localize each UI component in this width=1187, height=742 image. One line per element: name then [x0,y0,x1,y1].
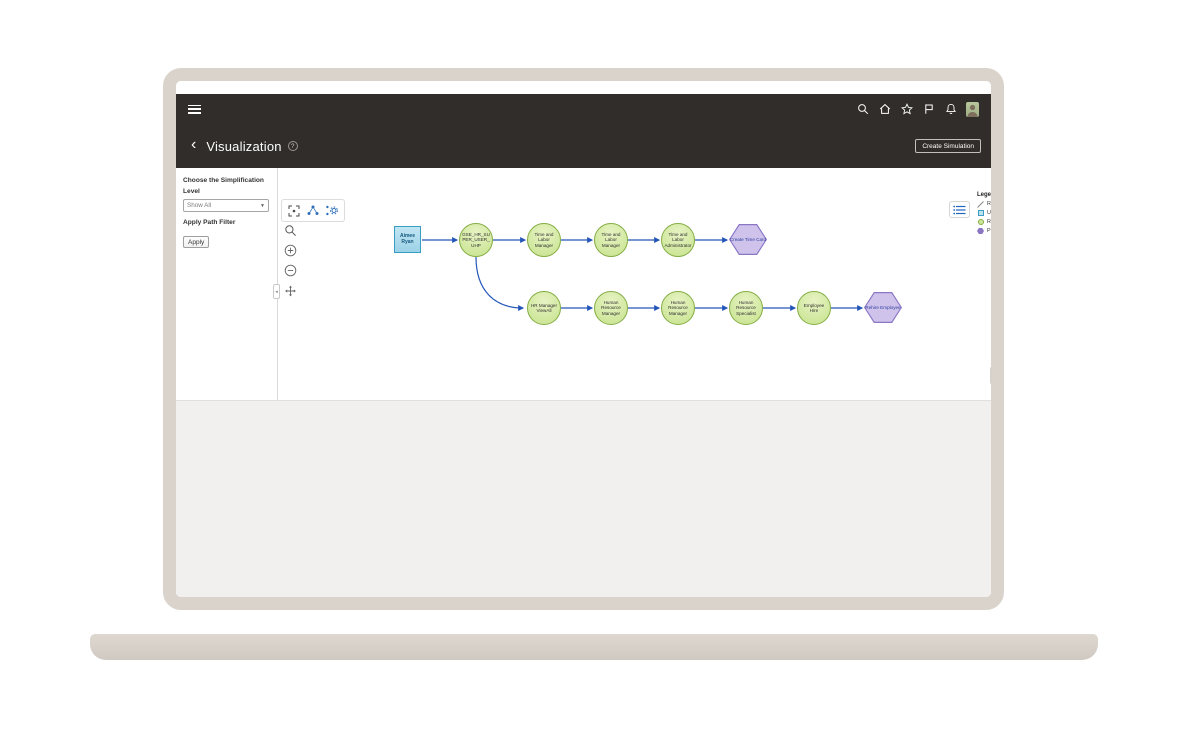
privilege-icon [977,228,984,235]
graph-node-user[interactable]: Aimee Ryan [394,226,421,253]
layout-settings-gear-icon[interactable] [325,203,340,218]
chevron-down-icon: ▼ [260,202,265,209]
favorites-star-icon[interactable] [900,103,913,116]
graph-node-role[interactable]: Time and Labor Manager [594,223,628,257]
pan-control-button[interactable] [990,366,991,385]
legend-list-button[interactable] [949,201,970,218]
legend-item-privilege: Privilege [977,228,991,235]
notifications-bell-icon[interactable] [944,103,957,116]
graph-node-privilege[interactable]: Rehire Employee [864,292,902,323]
graph-node-role[interactable]: Time and Labor Manager [527,223,561,257]
legend-label: Privilege [987,228,991,234]
announcements-flag-icon[interactable] [922,103,935,116]
graph-node-role[interactable]: Human Resource Manager [594,291,628,325]
simplification-level-label: Choose the Simplification Level [183,177,264,195]
graph-node-privilege[interactable]: Create Time Card [729,224,767,255]
user-avatar[interactable] [966,101,979,117]
graph-canvas[interactable]: ◂ [273,168,991,400]
graph-node-role[interactable]: Human Resource Manager [661,291,695,325]
page-header: ‹ Visualization ? Create Simulation [176,124,991,168]
privilege-label: Rehire Employee [865,304,901,310]
visualization-panel: Choose the Simplification Level Show All… [176,168,991,400]
layout-nodes-icon[interactable] [305,203,320,218]
pan-mode-icon[interactable] [284,284,297,297]
graph-node-role[interactable]: GSE_HR_SUPER_USER_UHP [459,223,493,257]
path-filter-label: Apply Path Filter [183,219,236,227]
legend: Legend Related User [977,192,991,237]
related-line-icon [977,200,984,208]
apply-button[interactable]: Apply [183,236,210,249]
simplification-level-value: Show All [187,202,212,210]
menu-icon[interactable] [188,104,201,114]
page-background [176,400,991,597]
legend-title: Legend [977,192,991,198]
zoom-toolbar [283,224,298,297]
legend-item-role: Role [977,219,991,226]
laptop-screen-bezel: ‹ Visualization ? Create Simulation Choo… [163,68,1004,610]
privilege-label: Create Time Card [729,236,767,242]
topbar-actions [856,101,979,117]
zoom-out-icon[interactable] [284,264,297,277]
fit-to-view-icon[interactable] [286,203,301,218]
legend-label: Related [987,201,991,207]
panel-collapse-handle[interactable]: ◂ [273,284,280,299]
global-topbar [176,94,991,124]
legend-label: User [987,210,991,216]
zoom-in-icon[interactable] [284,244,297,257]
search-icon[interactable] [856,103,869,116]
zoom-search-icon[interactable] [284,224,297,237]
filter-panel: Choose the Simplification Level Show All… [176,168,277,400]
canvas-toolbar [281,199,345,222]
graph-edges [422,237,864,311]
laptop-base [90,634,1098,660]
graph-node-role[interactable]: HR Manager ViewAll [527,291,561,325]
screen-content: ‹ Visualization ? Create Simulation Choo… [176,81,991,597]
legend-label: Role [987,219,991,225]
page-title: Visualization [206,138,282,154]
back-icon[interactable]: ‹ [191,136,197,153]
graph-node-role[interactable]: Employee Hire [797,291,831,325]
app-window: ‹ Visualization ? Create Simulation Choo… [176,94,991,597]
create-simulation-button[interactable]: Create Simulation [915,139,981,153]
graph-node-role[interactable]: Time and Labor Administrator [661,223,695,257]
simplification-level-select[interactable]: Show All ▼ [183,199,269,213]
help-icon[interactable]: ? [287,141,298,151]
graph-node-role[interactable]: Human Resource Specialist [729,291,763,325]
home-icon[interactable] [878,103,891,116]
legend-item-user: User [977,210,991,217]
role-icon [977,219,984,226]
user-icon [977,210,984,217]
legend-item-related: Related [977,200,991,208]
